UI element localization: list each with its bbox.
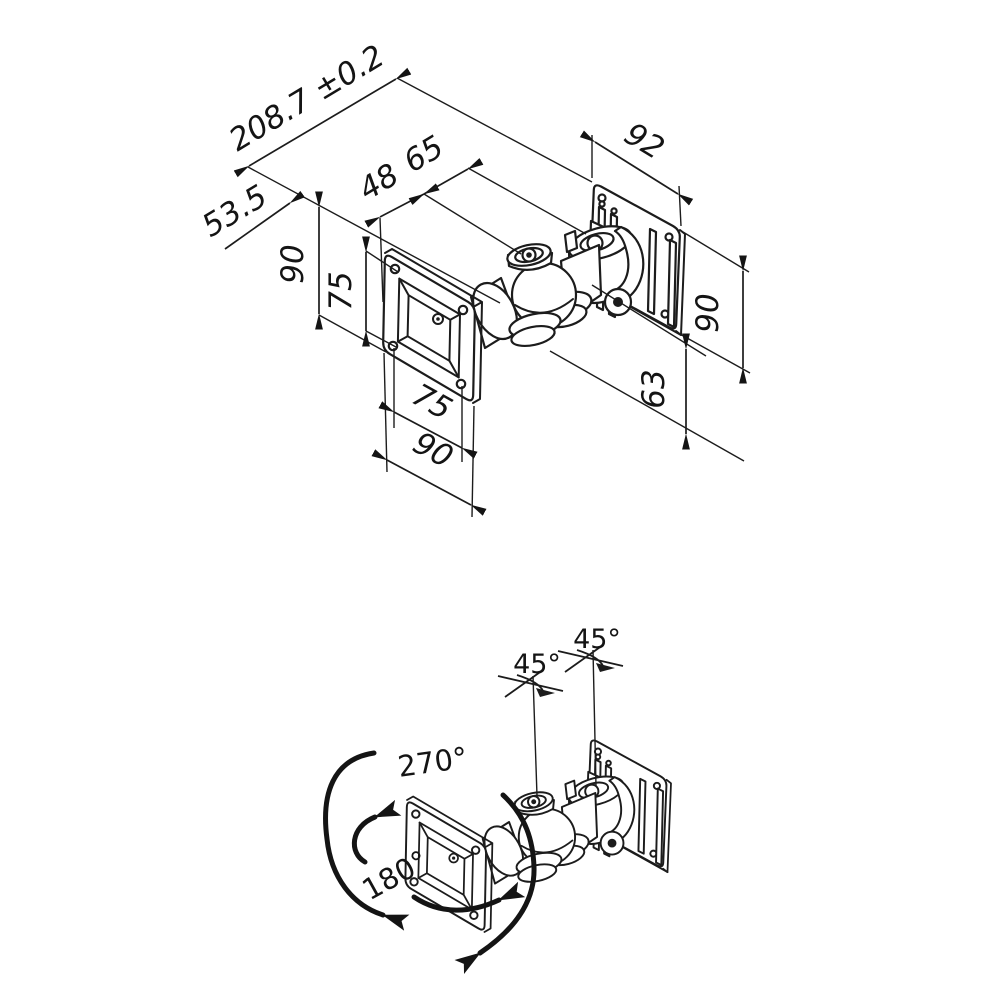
angle-label-rotation: 180° xyxy=(356,843,434,907)
arm-rotation-s-curve xyxy=(454,792,537,975)
tilt-axes xyxy=(532,649,597,797)
dim-label-wall-plate-height: 90 xyxy=(275,244,311,283)
dim-label-48: 48 xyxy=(353,157,405,208)
dim-line-overall-depth xyxy=(233,67,412,178)
dim-label-vesa-width: 92 xyxy=(618,116,670,167)
dim-line-wall-offset xyxy=(224,190,305,250)
dim-label-wall-offset: 53.5 xyxy=(196,178,274,244)
bottom-view-rotation-drawing: 45° 45° 270° 180° xyxy=(323,624,672,975)
dim-label-hole-spacing-v: 75 xyxy=(323,271,359,310)
plate-rotation-arc-under xyxy=(411,881,526,913)
dim-label-vesa-bottom-offset: 63 xyxy=(636,369,672,408)
dim-label-vesa-height: 90 xyxy=(690,293,726,332)
dim-line-hole-spacing-h xyxy=(378,401,478,459)
dim-line-wall-plate-width xyxy=(371,449,487,516)
angle-labels: 45° 45° 270° 180° xyxy=(356,624,621,907)
rotation-arrows xyxy=(323,750,537,975)
dim-label-overall-depth: 208.7 ±0.2 xyxy=(223,38,391,158)
angle-label-swivel: 270° xyxy=(396,740,470,783)
dim-label-65: 65 xyxy=(398,129,450,180)
dim-label-wall-plate-width: 90 xyxy=(407,425,459,476)
swivel-arc-270 xyxy=(323,750,410,931)
dim-line-vesa-width xyxy=(579,130,694,206)
angle-label-tilt-front: 45° xyxy=(513,649,561,680)
top-view-dimensioned-drawing: 208.7 ±0.2 53.5 48 65 90 75 75 90 92 90 … xyxy=(196,38,751,518)
dimension-lines xyxy=(224,67,747,516)
dim-line-65 xyxy=(408,157,484,206)
angle-label-tilt-back: 45° xyxy=(573,624,621,655)
plate-rotation-arc-left xyxy=(351,799,402,865)
